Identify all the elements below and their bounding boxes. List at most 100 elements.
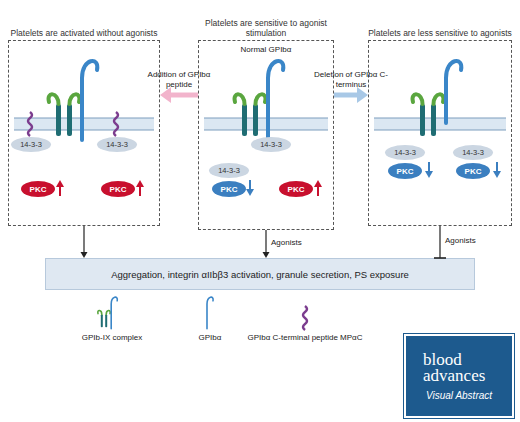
- node-label: PKC: [397, 167, 414, 176]
- gpib-ix-complex-part: [253, 104, 258, 136]
- up-arrow-part: [139, 186, 141, 196]
- journal-name: blood advances: [423, 352, 495, 384]
- node-label: 14-3-3: [260, 140, 282, 149]
- up-arrow: [56, 180, 322, 196]
- legend-complex-icon-part: [105, 314, 107, 327]
- connector: [263, 230, 270, 258]
- state-panel: Platelets are less sensitive to agonists…: [368, 40, 512, 226]
- node-label: 14-3-3: [218, 166, 240, 175]
- peptide-squiggle: [28, 112, 118, 136]
- protein-oval: 14-3-3: [209, 163, 249, 178]
- state-panel: Platelets are sensitive to agonist stimu…: [198, 40, 334, 230]
- edge-label: Agonists: [445, 236, 476, 246]
- truncated-gpib-ix-complex-part: [434, 94, 444, 104]
- arrow-head: [81, 252, 88, 258]
- truncated-gpib-ix-complex-part: [446, 61, 461, 123]
- panel-heading: Platelets are less sensitive to agonists: [363, 4, 517, 38]
- protein-oval: 14-3-3: [251, 137, 291, 152]
- pkc-inactive-oval: PKC: [212, 181, 246, 197]
- connector-line: [439, 226, 440, 258]
- logo-subtitle: Visual Abstract: [426, 390, 492, 401]
- legend-gpiba-icon: [207, 297, 213, 329]
- connector-line: [169, 93, 198, 98]
- up-arrow-part: [56, 180, 64, 187]
- up-arrow-part: [317, 186, 319, 196]
- legend-complex-icon: [98, 297, 118, 329]
- panel-heading: Platelets are activated without agonists: [3, 4, 165, 38]
- legend-complex-icon-part: [111, 297, 117, 329]
- protein-oval: 14-3-3: [97, 137, 137, 152]
- edge-label: Deletion of GPIbα C-terminus: [314, 65, 388, 89]
- down-arrow-part: [425, 171, 433, 178]
- node-label: PKC: [30, 185, 47, 194]
- edge-label: Agonists: [271, 238, 302, 248]
- gpib-ix-complex-part: [235, 94, 245, 104]
- protein-oval: 14-3-3: [385, 145, 425, 160]
- down-arrow-part: [496, 162, 498, 172]
- down-arrow-part: [246, 189, 254, 196]
- gpib-ix-complex: [235, 61, 284, 140]
- journal-logo: blood advancesVisual Abstract: [404, 334, 514, 418]
- legend-complex-icon-part: [101, 314, 103, 327]
- gpib-ix-complex-part: [67, 104, 72, 136]
- peptide-squiggle-part: [114, 112, 118, 136]
- connector-line: [334, 93, 359, 98]
- down-arrow-part: [249, 180, 251, 190]
- node-label: PKC: [110, 185, 127, 194]
- node-label: 14-3-3: [20, 140, 42, 149]
- node-label: 14-3-3: [462, 148, 484, 157]
- legend-label: GPIb-IX complex: [42, 333, 182, 343]
- node-label: Aggregation, integrin αIIbβ3 activation,…: [111, 270, 409, 279]
- protein-oval: 14-3-3: [453, 145, 493, 160]
- panel-heading: Platelets are sensitive to agonist stimu…: [193, 4, 339, 38]
- legend-label: GPIbα C-terminal peptide MPαC: [235, 333, 375, 343]
- arrow-head: [160, 87, 171, 103]
- pkc-active-oval: PKC: [279, 181, 313, 197]
- panel-subheading: Normal GPIbα: [199, 45, 333, 55]
- connector: [434, 226, 446, 258]
- down-arrow: [246, 162, 501, 196]
- pkc-active-oval: PKC: [21, 181, 55, 197]
- arrow-head: [357, 87, 368, 103]
- gpib-ix-complex-part: [256, 94, 266, 104]
- truncated-gpib-ix-complex-part: [431, 104, 436, 136]
- gpib-ix-complex-part: [56, 104, 61, 136]
- state-panel: Platelets are activated without agonists…: [8, 40, 160, 226]
- up-arrow-part: [136, 180, 144, 187]
- node-label: 14-3-3: [394, 148, 416, 157]
- node-label: PKC: [465, 167, 482, 176]
- edge-label: Addition of GPIbα peptide: [142, 65, 216, 89]
- truncated-gpib-ix-complex: [413, 61, 462, 136]
- down-arrow-part: [493, 171, 501, 178]
- down-arrow-part: [428, 162, 430, 172]
- cell-membrane-part: [374, 118, 506, 119]
- node-label: 14-3-3: [106, 140, 128, 149]
- cell-membrane-part: [374, 118, 506, 130]
- gpib-ix-complex-part: [82, 61, 97, 140]
- connector: [160, 87, 198, 103]
- legend-complex-icon-part: [106, 311, 110, 315]
- pkc-inactive-oval: PKC: [456, 163, 490, 179]
- legend-gpiba-icon-part: [207, 297, 213, 329]
- connector: [334, 87, 368, 103]
- legend-complex-icon-part: [98, 311, 102, 315]
- connector: [81, 226, 88, 258]
- legend-peptide-icon-part: [303, 306, 307, 330]
- protein-oval: 14-3-3: [11, 137, 51, 152]
- gpib-ix-complex-part: [242, 104, 247, 136]
- gpib-ix-complex-part: [70, 94, 80, 104]
- peptide-squiggle-part: [28, 112, 32, 136]
- pkc-active-oval: PKC: [101, 181, 135, 197]
- gpib-ix-complex-part: [268, 61, 283, 140]
- node-label: PKC: [288, 185, 305, 194]
- inhibition-bar: [434, 257, 446, 259]
- arrow-head: [263, 252, 270, 258]
- gpib-ix-complex-part: [49, 94, 59, 104]
- connector-line: [83, 226, 84, 253]
- cell-membrane-part: [374, 130, 506, 131]
- gpib-ix-complex: [49, 61, 98, 140]
- outcome-box: Aggregation, integrin αIIbβ3 activation,…: [45, 258, 475, 290]
- up-arrow-part: [59, 186, 61, 196]
- truncated-gpib-ix-complex-part: [413, 94, 423, 104]
